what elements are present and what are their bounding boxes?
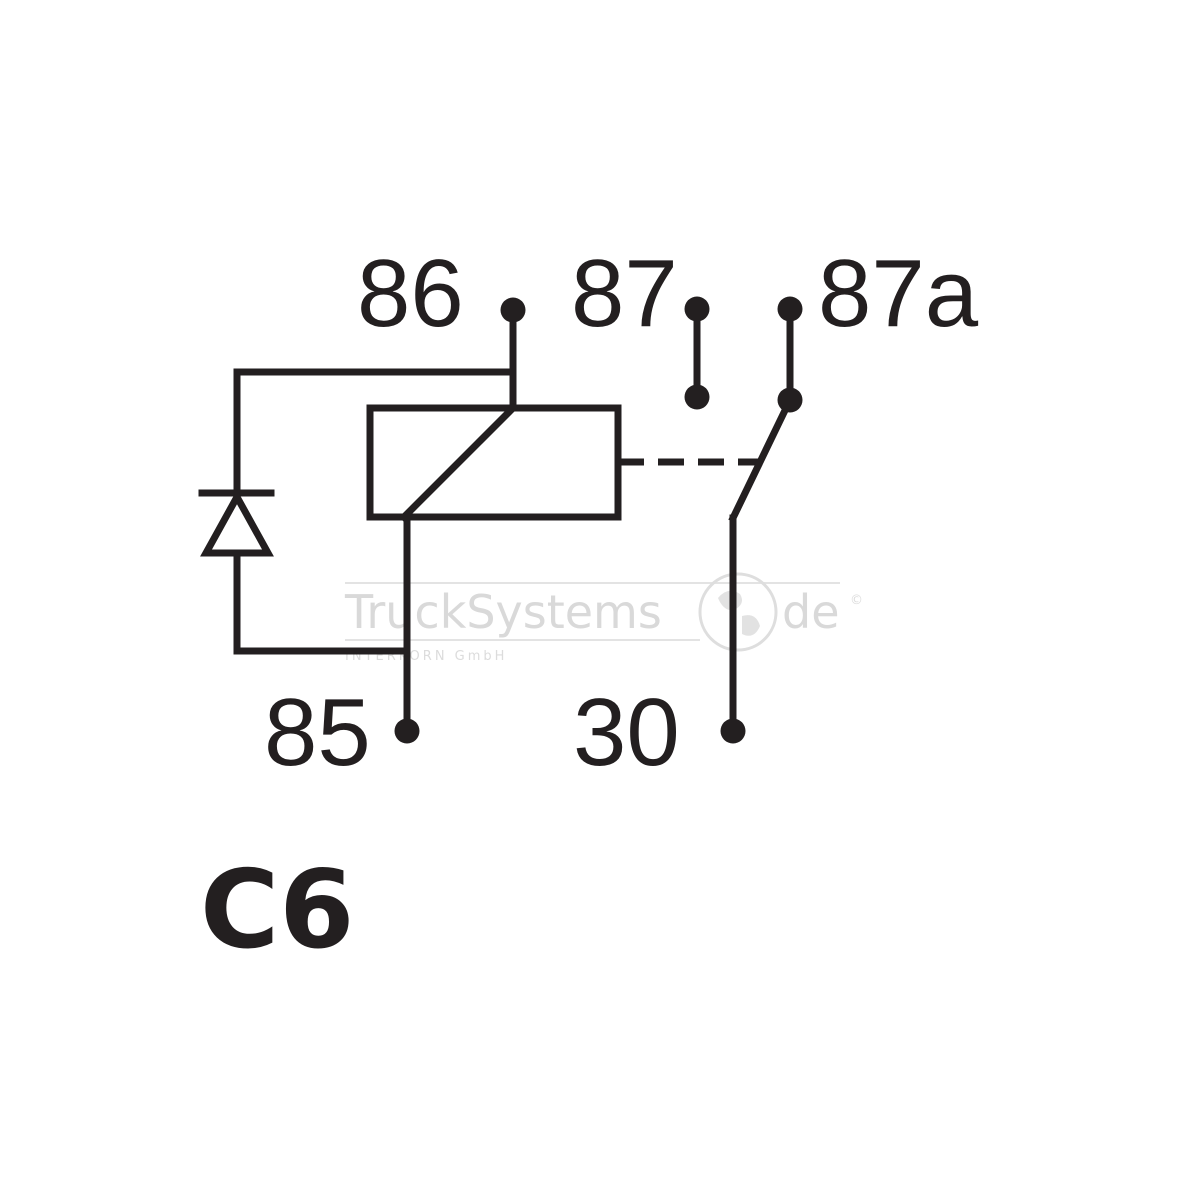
terminal-label-86: 86 <box>357 240 464 347</box>
terminal-dot-30 <box>720 718 746 744</box>
coil-diagonal <box>399 403 518 522</box>
terminal-dot-87-bottom <box>684 384 710 410</box>
globe-icon <box>698 572 778 652</box>
diode-icon <box>200 489 274 557</box>
switch-blade <box>728 395 795 523</box>
watermark-domain: de <box>782 585 840 639</box>
watermark-brand: TruckSystems <box>344 585 662 639</box>
watermark: TruckSystems de © INTERKORN GmbH <box>344 572 866 664</box>
switch-contacts <box>693 305 795 733</box>
diode-top-wire <box>233 368 515 494</box>
terminal-label-30: 30 <box>573 679 680 786</box>
terminal-dot-85 <box>394 718 420 744</box>
relay-code: C6 <box>200 848 354 973</box>
terminal-dot-87a-bottom <box>777 387 803 413</box>
diode-bottom-wire <box>233 549 411 655</box>
suppression-diode-branch <box>198 368 515 655</box>
terminal-label-87a: 87a <box>818 240 979 347</box>
terminal-dot-86 <box>500 297 526 323</box>
terminal-dot-87-top <box>684 296 710 322</box>
watermark-copyright: © <box>850 593 866 608</box>
terminal-dot-87a-top <box>777 296 803 322</box>
terminal-dots <box>394 296 803 744</box>
relay-coil <box>366 306 760 733</box>
terminal-label-85: 85 <box>264 679 371 786</box>
terminal-label-87: 87 <box>571 240 678 347</box>
